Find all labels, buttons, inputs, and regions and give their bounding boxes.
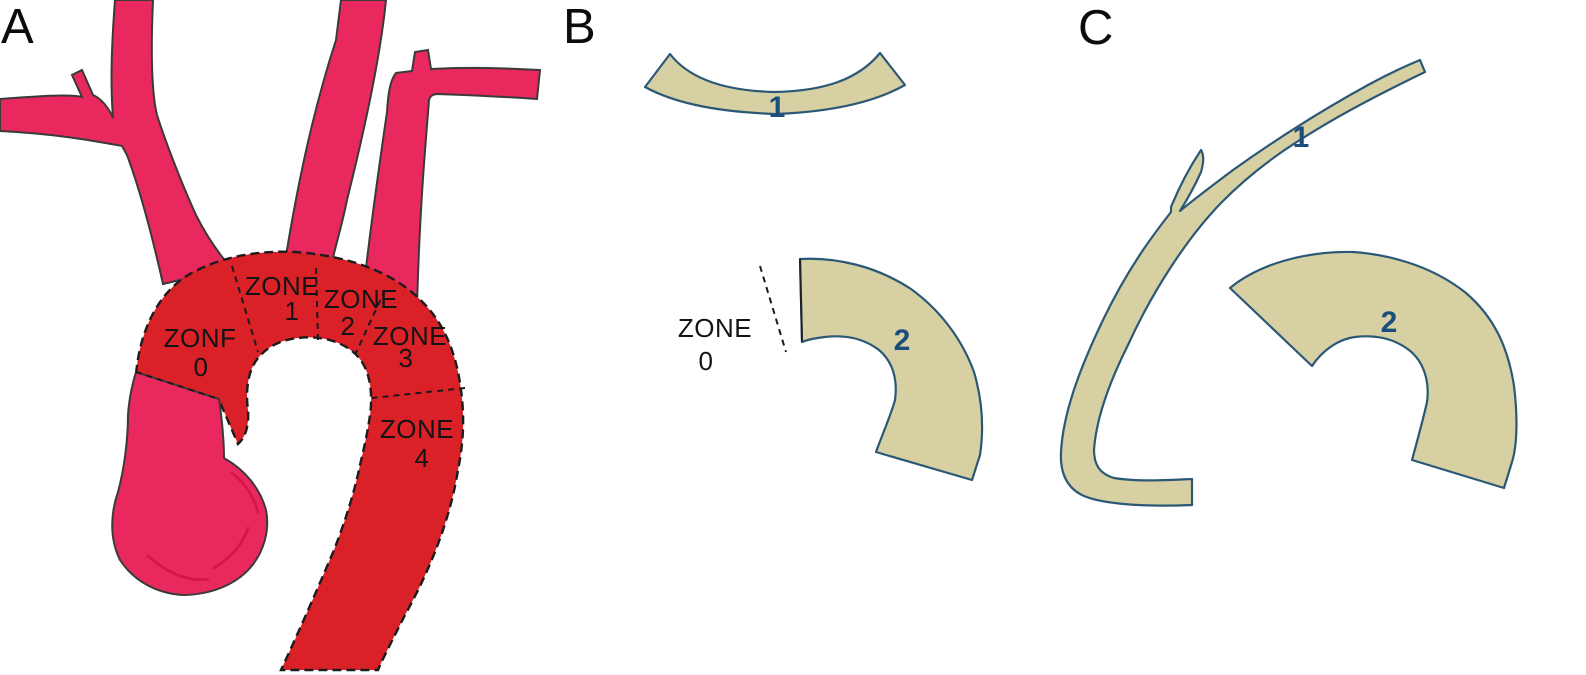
- zone-boundary-3-4: [371, 387, 466, 399]
- zone-0-number: 0: [699, 346, 714, 376]
- zone-4-label: ZONE: [380, 414, 454, 444]
- zone-3-label: ZONE: [373, 321, 447, 351]
- zone-2-number: 2: [341, 311, 356, 341]
- ascending-bypass-graft: [1059, 58, 1427, 507]
- panel-a-overlay: A ZONF 0 ZONE 1 ZONE 2 ZONE 3 ZONE 4: [1, 0, 466, 473]
- panel-letter-c: C: [1078, 1, 1113, 55]
- stent-graft: [798, 257, 984, 482]
- stent-graft-marker: 2: [894, 324, 911, 357]
- zone-3-number: 3: [399, 343, 414, 373]
- stent-graft-marker: 2: [1381, 306, 1398, 339]
- stent-graft: [1228, 250, 1518, 490]
- panel-c-overlay: C 1 2: [1059, 1, 1518, 507]
- zone-1-number: 1: [285, 296, 300, 326]
- panel-b-overlay: B ZONE 0 1 2: [563, 0, 984, 482]
- panel-letter-a: A: [1, 0, 34, 54]
- zone-0-number: 0: [194, 352, 209, 382]
- zone-1-label: ZONE: [245, 271, 319, 301]
- zone-boundary-1-2: [315, 267, 319, 341]
- zone-boundary-0-1: [759, 265, 787, 353]
- zone-4-number: 4: [415, 443, 430, 473]
- zone-boundary-2-3: [354, 289, 386, 356]
- stent-proximal-edge: [799, 258, 803, 343]
- carotid-bypass-graft: [643, 51, 907, 116]
- bypass-graft-marker: 1: [1293, 121, 1310, 154]
- zone-2-label: ZONE: [324, 284, 398, 314]
- zone-boundary-0-1: [231, 265, 259, 353]
- bypass-graft-marker: 1: [769, 91, 786, 124]
- zone-0-label: ZONE: [678, 313, 752, 343]
- panel-letter-b: B: [563, 0, 596, 54]
- zone-0-label: ZONF: [164, 323, 237, 353]
